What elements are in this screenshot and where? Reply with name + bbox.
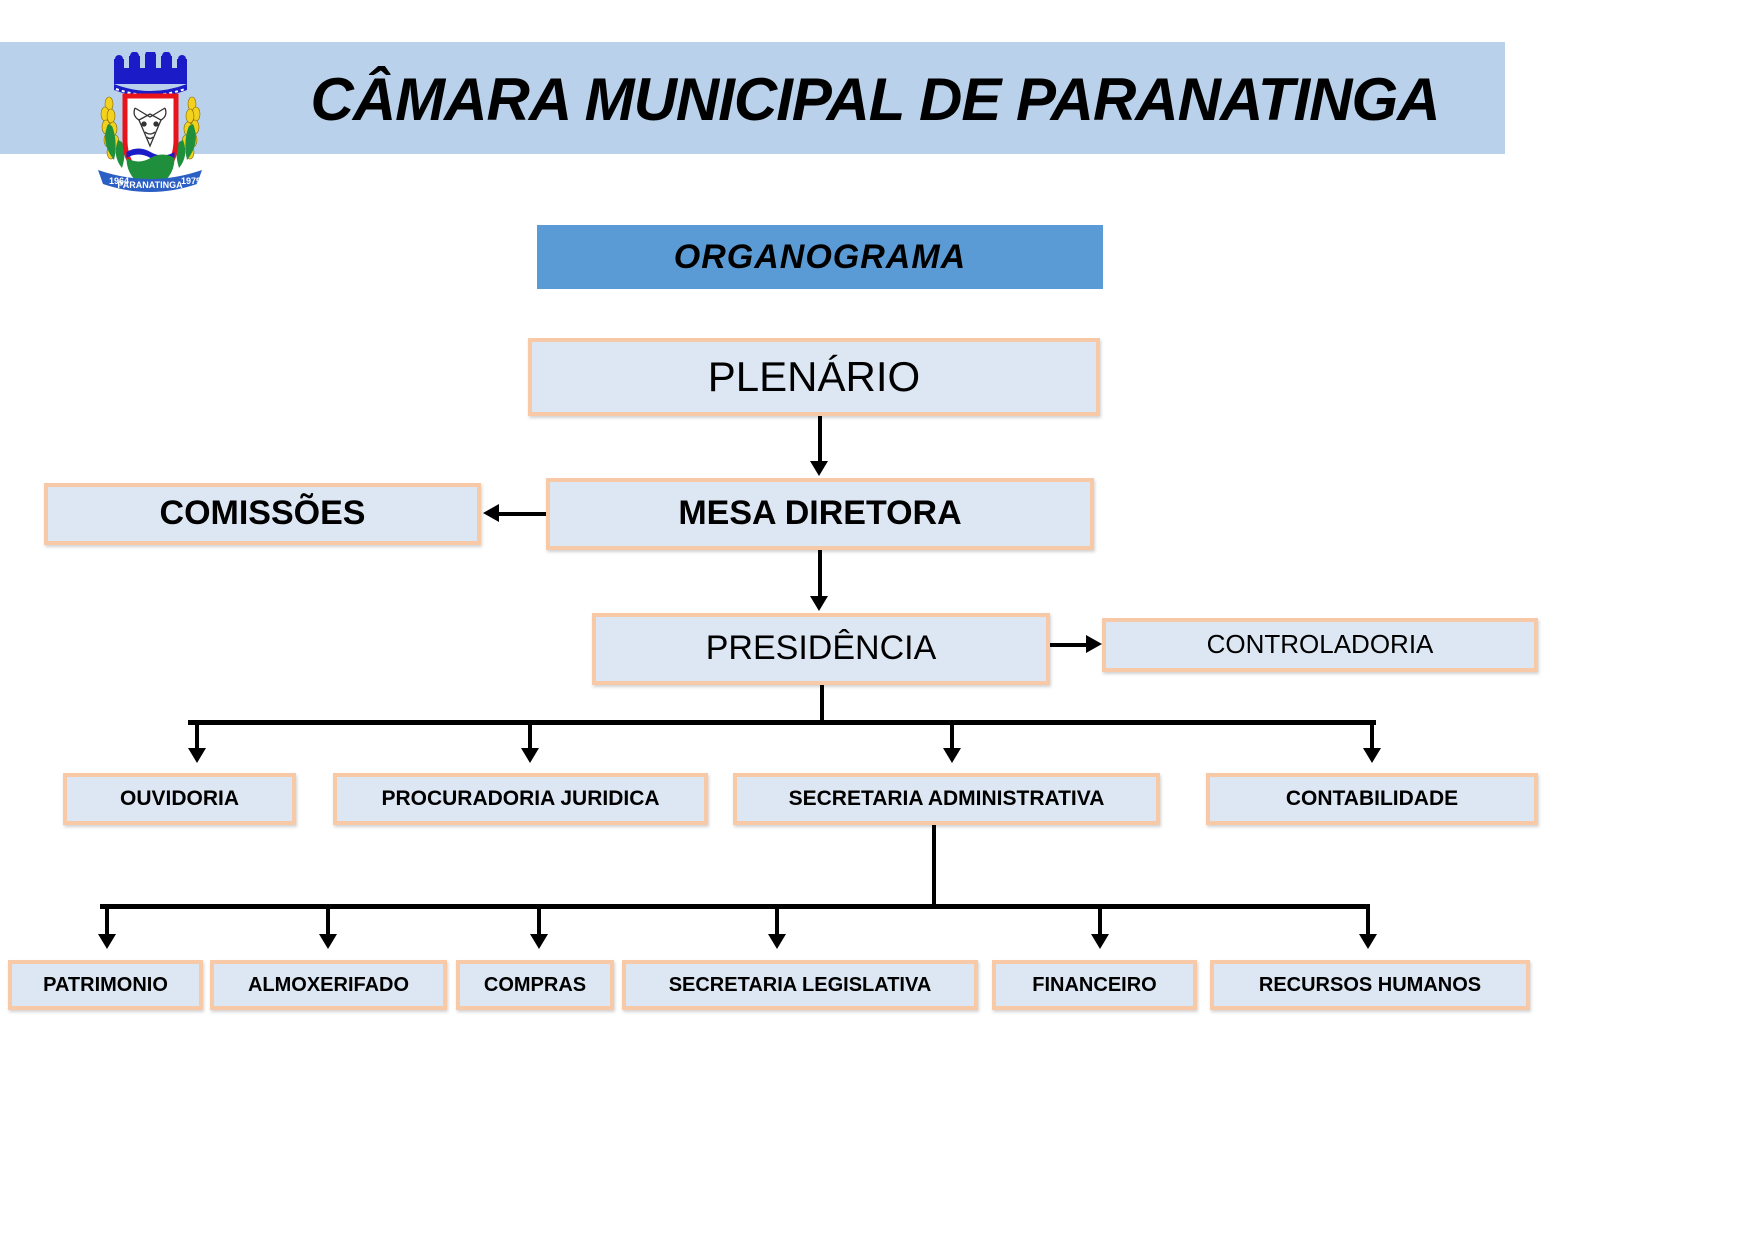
arrowhead-mesa-comissoes bbox=[483, 504, 499, 522]
crest-ribbon-right-year: 1979 bbox=[181, 176, 201, 186]
connector-bus-secretaria-administrativa bbox=[950, 720, 954, 750]
page-title: CÂMARA MUNICIPAL DE PARANATINGA bbox=[310, 65, 1441, 133]
node-plenario[interactable]: PLENÁRIO bbox=[528, 338, 1100, 416]
connector-bus-financeiro bbox=[1098, 904, 1102, 936]
arrowhead-patrimonio bbox=[98, 934, 116, 949]
arrowhead-contabilidade bbox=[1363, 748, 1381, 763]
node-financeiro[interactable]: FINANCEIRO bbox=[992, 960, 1197, 1010]
arrowhead-ouvidoria bbox=[188, 748, 206, 763]
arrowhead-presidencia-controladoria bbox=[1086, 635, 1102, 653]
connector-bus-secretaria-legislativa bbox=[775, 904, 779, 936]
node-patrimonio[interactable]: PATRIMONIO bbox=[8, 960, 203, 1010]
node-almoxerifado[interactable]: ALMOXERIFADO bbox=[210, 960, 447, 1010]
node-recursos-humanos[interactable]: RECURSOS HUMANOS bbox=[1210, 960, 1530, 1010]
connector-bus-contabilidade bbox=[1370, 720, 1374, 750]
arrowhead-secretaria-administrativa bbox=[943, 748, 961, 763]
arrowhead-recursos-humanos bbox=[1359, 934, 1377, 949]
organograma-banner: ORGANOGRAMA bbox=[537, 225, 1103, 289]
connector-bus-almoxerifado bbox=[326, 904, 330, 936]
arrowhead-compras bbox=[530, 934, 548, 949]
arrowhead-procuradoria bbox=[521, 748, 539, 763]
crest-ribbon-left-year: 1964 bbox=[109, 176, 129, 186]
connector-bus-ouvidoria bbox=[195, 720, 199, 750]
connector-secadm-stem bbox=[932, 825, 936, 907]
crest-ribbon-city: PARANATINGA bbox=[117, 180, 183, 190]
connector-bus-patrimonio bbox=[105, 904, 109, 936]
node-controladoria[interactable]: CONTROLADORIA bbox=[1102, 618, 1538, 672]
arrowhead-secretaria-legislativa bbox=[768, 934, 786, 949]
connector-mesa-comissoes bbox=[498, 512, 546, 516]
connector-bus-procuradoria bbox=[528, 720, 532, 750]
header-band bbox=[0, 42, 1505, 154]
arrowhead-financeiro bbox=[1091, 934, 1109, 949]
connector-departments-bus bbox=[188, 720, 1376, 725]
node-ouvidoria[interactable]: OUVIDORIA bbox=[63, 773, 296, 825]
connector-presidencia-controladoria bbox=[1050, 643, 1090, 647]
node-contabilidade[interactable]: CONTABILIDADE bbox=[1206, 773, 1538, 825]
node-secretaria-administrativa[interactable]: SECRETARIA ADMINISTRATIVA bbox=[733, 773, 1160, 825]
node-compras[interactable]: COMPRAS bbox=[456, 960, 614, 1010]
node-presidencia[interactable]: PRESIDÊNCIA bbox=[592, 613, 1050, 685]
paranatinga-coat-of-arms-icon: 1964 PARANATINGA 1979 bbox=[88, 49, 213, 192]
node-comissoes[interactable]: COMISSÕES bbox=[44, 483, 481, 545]
arrowhead-mesa-presidencia bbox=[810, 596, 828, 611]
connector-bus-compras bbox=[537, 904, 541, 936]
node-procuradoria-juridica[interactable]: PROCURADORIA JURIDICA bbox=[333, 773, 708, 825]
connector-bus-recursos-humanos bbox=[1366, 904, 1370, 936]
connector-subdepartments-bus bbox=[100, 904, 1370, 909]
node-mesa-diretora[interactable]: MESA DIRETORA bbox=[546, 478, 1094, 550]
arrowhead-plenario-mesa bbox=[810, 461, 828, 476]
connector-plenario-mesa bbox=[818, 416, 822, 463]
arrowhead-almoxerifado bbox=[319, 934, 337, 949]
connector-mesa-presidencia bbox=[818, 550, 822, 598]
node-secretaria-legislativa[interactable]: SECRETARIA LEGISLATIVA bbox=[622, 960, 978, 1010]
connector-presidencia-stem bbox=[820, 685, 824, 723]
